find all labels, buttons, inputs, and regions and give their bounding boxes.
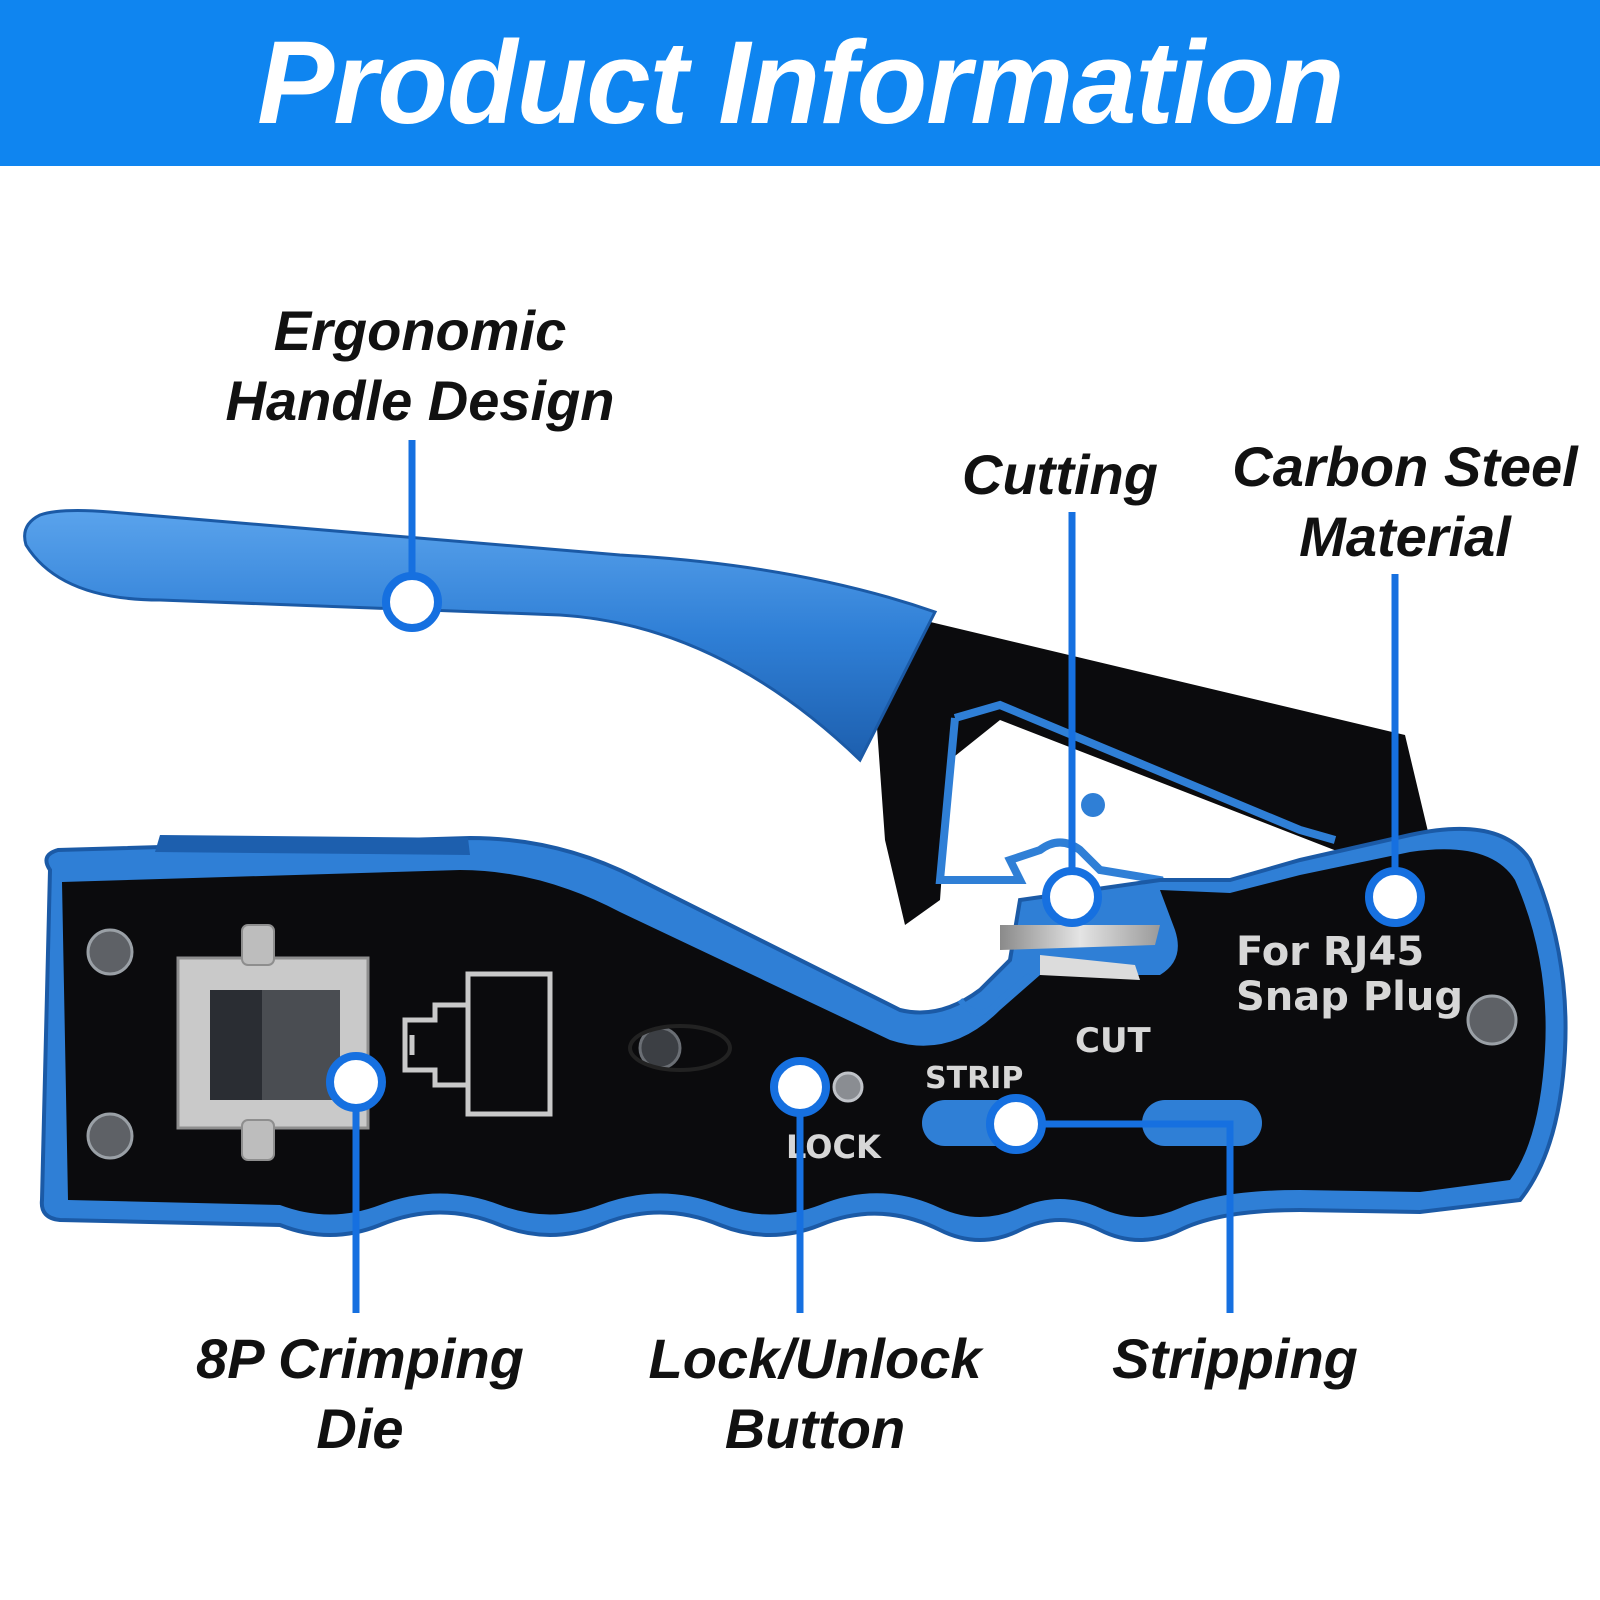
callout-dot-crimping	[326, 1052, 386, 1112]
screw-bottom-left	[86, 1112, 134, 1160]
header-banner: Product Information	[0, 0, 1600, 166]
rj45-outline-marking	[402, 971, 553, 1117]
crimping-die	[176, 924, 370, 1161]
pivot-slot	[628, 1024, 732, 1072]
marking-brand-line1: For RJ45	[1236, 929, 1424, 975]
callout-label-stripping: Stripping	[1112, 1327, 1358, 1390]
lock-indicator	[832, 1071, 864, 1103]
marking-strip: STRIP	[925, 1061, 1023, 1096]
ergonomic-handle-grip	[23, 509, 938, 763]
ribbed-grip	[155, 835, 470, 855]
marking-brand-line2: Snap Plug	[1236, 974, 1463, 1020]
callout-dot-lock	[770, 1057, 830, 1117]
cutting-blade-lower	[1040, 955, 1140, 980]
marking-cut: CUT	[1075, 1021, 1152, 1061]
callout-label-lock-button: Lock/Unlock Button	[648, 1327, 982, 1460]
screw-right	[1466, 994, 1518, 1046]
callout-dot-cutting	[1042, 867, 1102, 927]
cut-notch	[957, 972, 1032, 1016]
callout-dot-ergonomic	[382, 572, 442, 632]
callout-label-carbon-steel: Carbon Steel Material	[1232, 435, 1578, 568]
page-title: Product Information	[256, 17, 1344, 149]
callout-label-ergonomic-handle: Ergonomic Handle Design	[225, 299, 615, 432]
callout-dot-stripping	[986, 1094, 1046, 1154]
screw-top-left	[86, 928, 134, 976]
cutting-blade	[1000, 925, 1160, 950]
callout-label-cutting: Cutting	[962, 443, 1158, 506]
callout-dots	[326, 572, 1425, 1154]
callout-dot-carbon	[1365, 867, 1425, 927]
callout-label-crimping-die: 8P Crimping Die	[196, 1327, 524, 1460]
jaw-dot	[1081, 793, 1105, 817]
